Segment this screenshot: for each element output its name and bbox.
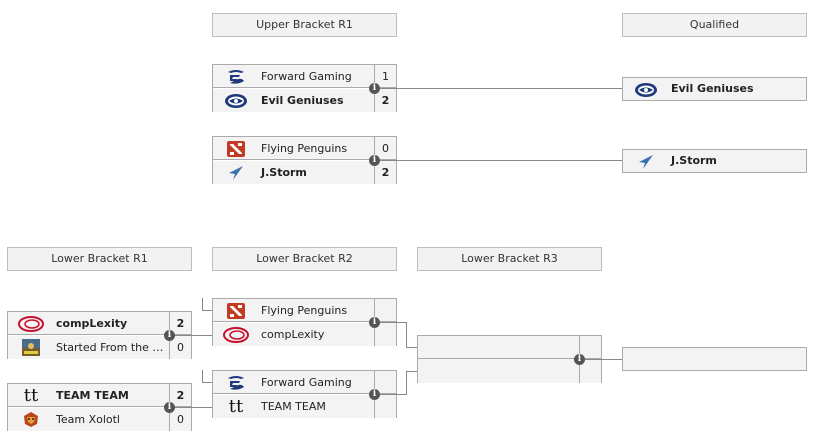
bracket-connector: [380, 322, 407, 323]
match-team-row[interactable]: Flying Penguins 0: [213, 137, 396, 160]
lower-r2-match-1[interactable]: Flying Penguins compLexity: [212, 298, 397, 346]
match-team-row[interactable]: Evil Geniuses 2: [213, 89, 396, 112]
team-score: 1: [374, 65, 396, 87]
team-score: 0: [374, 137, 396, 159]
team-name: Team Xolotl: [56, 413, 120, 426]
evil-geniuses-logo-icon: [223, 92, 249, 109]
team-name: Forward Gaming: [261, 376, 352, 389]
team-score: [579, 360, 601, 383]
team-name: TEAM TEAM: [261, 400, 326, 413]
team-name: J.Storm: [671, 154, 717, 167]
upper-r1-match-1[interactable]: Forward Gaming 1 Evil Geniuses 2: [212, 64, 397, 112]
team-score: 0: [169, 336, 191, 359]
dota-logo-icon: [223, 302, 249, 319]
match-info-icon[interactable]: i: [369, 83, 380, 94]
team-score: [374, 323, 396, 346]
match-team-row[interactable]: tt TEAM TEAM 2: [8, 384, 191, 407]
match-team-row[interactable]: Forward Gaming 1: [213, 65, 396, 88]
team-score: 2: [169, 384, 191, 406]
header-lower-bracket-r1: Lower Bracket R1: [7, 247, 192, 271]
bracket-connector: [175, 335, 212, 336]
qualified-slot-1[interactable]: Evil Geniuses: [622, 77, 807, 101]
team-xolotl-logo-icon: [18, 411, 44, 428]
team-name: TEAM TEAM: [56, 389, 129, 402]
header-lower-bracket-r2: Lower Bracket R2: [212, 247, 397, 271]
team-score: 2: [169, 312, 191, 334]
lower-r2-match-2[interactable]: Forward Gaming tt TEAM TEAM: [212, 370, 397, 418]
team-score: [579, 336, 601, 358]
match-info-icon[interactable]: i: [574, 354, 585, 365]
match-info-icon[interactable]: i: [369, 317, 380, 328]
header-upper-bracket-r1: Upper Bracket R1: [212, 13, 397, 37]
team-name: [418, 360, 579, 383]
bracket-connector: [202, 370, 203, 382]
team-score: 2: [374, 161, 396, 184]
match-info-icon[interactable]: i: [369, 155, 380, 166]
header-lower-bracket-r3: Lower Bracket R3: [417, 247, 602, 271]
lower-r1-match-1[interactable]: compLexity 2 Started From the Po... 0: [7, 311, 192, 359]
bracket-connector: [380, 160, 622, 161]
match-team-row[interactable]: compLexity: [213, 323, 396, 346]
match-team-row[interactable]: Started From the Po... 0: [8, 336, 191, 359]
team-name: Evil Geniuses: [261, 94, 344, 107]
bracket-connector: [406, 347, 417, 348]
match-info-icon[interactable]: i: [164, 330, 175, 341]
complexity-logo-icon: [223, 326, 249, 343]
qualified-slot-2[interactable]: J.Storm: [622, 149, 807, 173]
team-score: [374, 371, 396, 393]
bracket-connector: [202, 298, 203, 310]
bracket-connector: [175, 407, 212, 408]
team-score: 2: [374, 89, 396, 112]
jstorm-logo-icon: [633, 153, 659, 170]
header-qualified: Qualified: [622, 13, 807, 37]
match-team-row[interactable]: Forward Gaming: [213, 371, 396, 394]
team-name: Evil Geniuses: [671, 82, 754, 95]
team-score: [374, 299, 396, 321]
team-name: compLexity: [261, 328, 325, 341]
team-score: 0: [169, 408, 191, 431]
upper-r1-match-2[interactable]: Flying Penguins 0 J.Storm 2: [212, 136, 397, 184]
team-team-logo-icon: tt: [23, 385, 39, 406]
forward-gaming-logo-icon: [223, 374, 249, 391]
team-name: Flying Penguins: [261, 304, 348, 317]
dota-logo-icon: [223, 140, 249, 157]
match-info-icon[interactable]: i: [369, 389, 380, 400]
lower-r1-match-2[interactable]: tt TEAM TEAM 2 Team Xolotl 0: [7, 383, 192, 431]
team-name: compLexity: [56, 317, 128, 330]
team-team-logo-icon: tt: [228, 396, 244, 417]
team-name: [418, 336, 579, 358]
team-name: Forward Gaming: [261, 70, 352, 83]
evil-geniuses-logo-icon: [633, 81, 659, 98]
match-team-row[interactable]: tt TEAM TEAM: [213, 395, 396, 418]
team-name: Flying Penguins: [261, 142, 348, 155]
bracket-connector: [406, 322, 407, 347]
bracket-connector: [380, 394, 407, 395]
sftb-logo-icon: [18, 339, 44, 356]
bracket-connector: [202, 382, 212, 383]
qualified-slot-3[interactable]: [622, 347, 807, 371]
bracket-connector: [380, 88, 622, 89]
bracket-connector: [406, 371, 417, 372]
match-team-row[interactable]: Team Xolotl 0: [8, 408, 191, 431]
match-info-icon[interactable]: i: [164, 402, 175, 413]
forward-gaming-logo-icon: [223, 68, 249, 85]
match-team-row[interactable]: compLexity 2: [8, 312, 191, 335]
lower-r3-match-1[interactable]: [417, 335, 602, 383]
team-name: Started From the Po...: [56, 341, 169, 354]
team-score: [374, 395, 396, 418]
match-team-row[interactable]: [418, 360, 601, 383]
complexity-logo-icon: [18, 315, 44, 332]
bracket-connector: [585, 359, 622, 360]
match-team-row[interactable]: [418, 336, 601, 359]
bracket-connector: [406, 371, 407, 395]
match-team-row[interactable]: Flying Penguins: [213, 299, 396, 322]
team-name: [623, 348, 806, 370]
match-team-row[interactable]: J.Storm 2: [213, 161, 396, 184]
jstorm-logo-icon: [223, 164, 249, 181]
team-name: J.Storm: [261, 166, 307, 179]
bracket-connector: [202, 310, 212, 311]
